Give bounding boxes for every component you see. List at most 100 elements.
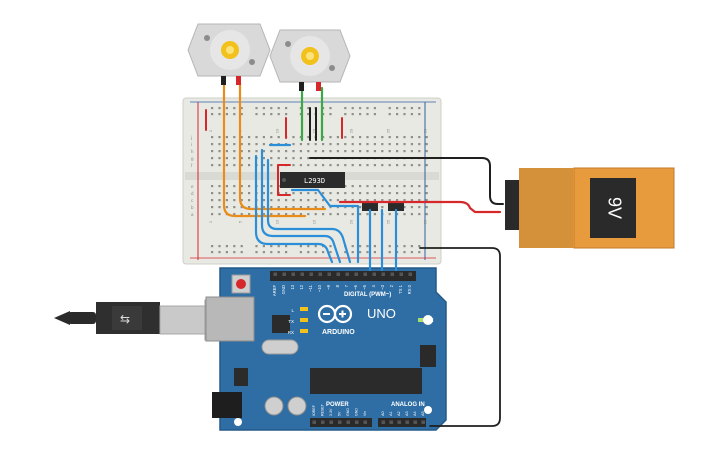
breadboard-hole[interactable] <box>211 136 214 139</box>
rail-hole[interactable] <box>233 113 236 116</box>
breadboard-hole[interactable] <box>240 213 243 216</box>
breadboard-hole[interactable] <box>299 157 302 160</box>
rail-hole[interactable] <box>351 251 354 254</box>
breadboard-hole[interactable] <box>425 164 428 167</box>
rail-hole[interactable] <box>277 113 280 116</box>
breadboard-hole[interactable] <box>262 206 265 209</box>
breadboard-hole[interactable] <box>255 143 258 146</box>
rail-hole[interactable] <box>373 245 376 248</box>
header-pin[interactable] <box>312 420 317 425</box>
rail-hole[interactable] <box>255 251 258 254</box>
rail-hole[interactable] <box>225 251 228 254</box>
breadboard-hole[interactable] <box>307 157 310 160</box>
rail-hole[interactable] <box>373 107 376 110</box>
rail-hole[interactable] <box>299 245 302 248</box>
rail-hole[interactable] <box>270 245 273 248</box>
breadboard-hole[interactable] <box>403 164 406 167</box>
breadboard-hole[interactable] <box>336 192 339 195</box>
breadboard-hole[interactable] <box>233 206 236 209</box>
breadboard-hole[interactable] <box>248 157 251 160</box>
breadboard-hole[interactable] <box>329 199 332 202</box>
breadboard-hole[interactable] <box>255 136 258 139</box>
breadboard-hole[interactable] <box>292 213 295 216</box>
rail-hole[interactable] <box>285 251 288 254</box>
breadboard-hole[interactable] <box>270 185 273 188</box>
breadboard-hole[interactable] <box>299 213 302 216</box>
breadboard-hole[interactable] <box>262 143 265 146</box>
breadboard-hole[interactable] <box>396 192 399 195</box>
rail-hole[interactable] <box>410 251 413 254</box>
breadboard-hole[interactable] <box>322 143 325 146</box>
header-pin[interactable] <box>355 420 359 425</box>
rail-hole[interactable] <box>299 251 302 254</box>
breadboard-hole[interactable] <box>314 213 317 216</box>
breadboard-hole[interactable] <box>314 206 317 209</box>
breadboard-hole[interactable] <box>366 150 369 153</box>
breadboard-hole[interactable] <box>366 164 369 167</box>
rail-hole[interactable] <box>344 113 347 116</box>
breadboard-hole[interactable] <box>359 150 362 153</box>
rail-hole[interactable] <box>218 107 221 110</box>
breadboard-hole[interactable] <box>314 199 317 202</box>
breadboard-hole[interactable] <box>381 206 384 209</box>
breadboard-hole[interactable] <box>344 164 347 167</box>
breadboard-hole[interactable] <box>307 136 310 139</box>
breadboard-hole[interactable] <box>277 199 280 202</box>
rail-hole[interactable] <box>410 245 413 248</box>
breadboard-hole[interactable] <box>388 199 391 202</box>
rail-hole[interactable] <box>366 251 369 254</box>
breadboard-hole[interactable] <box>211 150 214 153</box>
rail-hole[interactable] <box>262 107 265 110</box>
breadboard-hole[interactable] <box>351 185 354 188</box>
breadboard-hole[interactable] <box>410 199 413 202</box>
breadboard-hole[interactable] <box>381 143 384 146</box>
header-pin[interactable] <box>282 272 287 277</box>
rail-hole[interactable] <box>351 107 354 110</box>
breadboard-hole[interactable] <box>410 192 413 195</box>
header-pin[interactable] <box>336 272 341 277</box>
header-pin[interactable] <box>372 272 377 277</box>
breadboard-hole[interactable] <box>218 213 221 216</box>
breadboard-hole[interactable] <box>233 199 236 202</box>
breadboard-hole[interactable] <box>248 206 251 209</box>
breadboard-hole[interactable] <box>292 150 295 153</box>
breadboard-hole[interactable] <box>359 199 362 202</box>
breadboard-hole[interactable] <box>418 192 421 195</box>
rail-hole[interactable] <box>240 107 243 110</box>
breadboard-hole[interactable] <box>336 143 339 146</box>
breadboard-hole[interactable] <box>314 150 317 153</box>
rail-hole[interactable] <box>255 107 258 110</box>
breadboard-hole[interactable] <box>262 157 265 160</box>
rail-hole[interactable] <box>366 245 369 248</box>
breadboard-hole[interactable] <box>425 192 428 195</box>
breadboard-hole[interactable] <box>410 164 413 167</box>
header-pin[interactable] <box>389 420 394 425</box>
breadboard-hole[interactable] <box>329 192 332 195</box>
breadboard-hole[interactable] <box>262 185 265 188</box>
rail-hole[interactable] <box>307 251 310 254</box>
breadboard-hole[interactable] <box>299 164 302 167</box>
breadboard-hole[interactable] <box>344 150 347 153</box>
rail-hole[interactable] <box>410 113 413 116</box>
breadboard-hole[interactable] <box>373 192 376 195</box>
breadboard-hole[interactable] <box>381 164 384 167</box>
breadboard-hole[interactable] <box>418 206 421 209</box>
header-pin[interactable] <box>346 420 351 425</box>
breadboard-hole[interactable] <box>248 185 251 188</box>
breadboard-hole[interactable] <box>218 143 221 146</box>
breadboard-hole[interactable] <box>336 199 339 202</box>
breadboard-hole[interactable] <box>425 206 428 209</box>
breadboard-hole[interactable] <box>366 192 369 195</box>
breadboard-hole[interactable] <box>418 185 421 188</box>
rail-hole[interactable] <box>262 113 265 116</box>
breadboard-hole[interactable] <box>240 164 243 167</box>
header-pin[interactable] <box>399 272 404 277</box>
breadboard-hole[interactable] <box>270 192 273 195</box>
breadboard-hole[interactable] <box>322 213 325 216</box>
breadboard-hole[interactable] <box>344 136 347 139</box>
breadboard-hole[interactable] <box>299 150 302 153</box>
breadboard-hole[interactable] <box>359 192 362 195</box>
breadboard-hole[interactable] <box>329 150 332 153</box>
breadboard-hole[interactable] <box>218 157 221 160</box>
